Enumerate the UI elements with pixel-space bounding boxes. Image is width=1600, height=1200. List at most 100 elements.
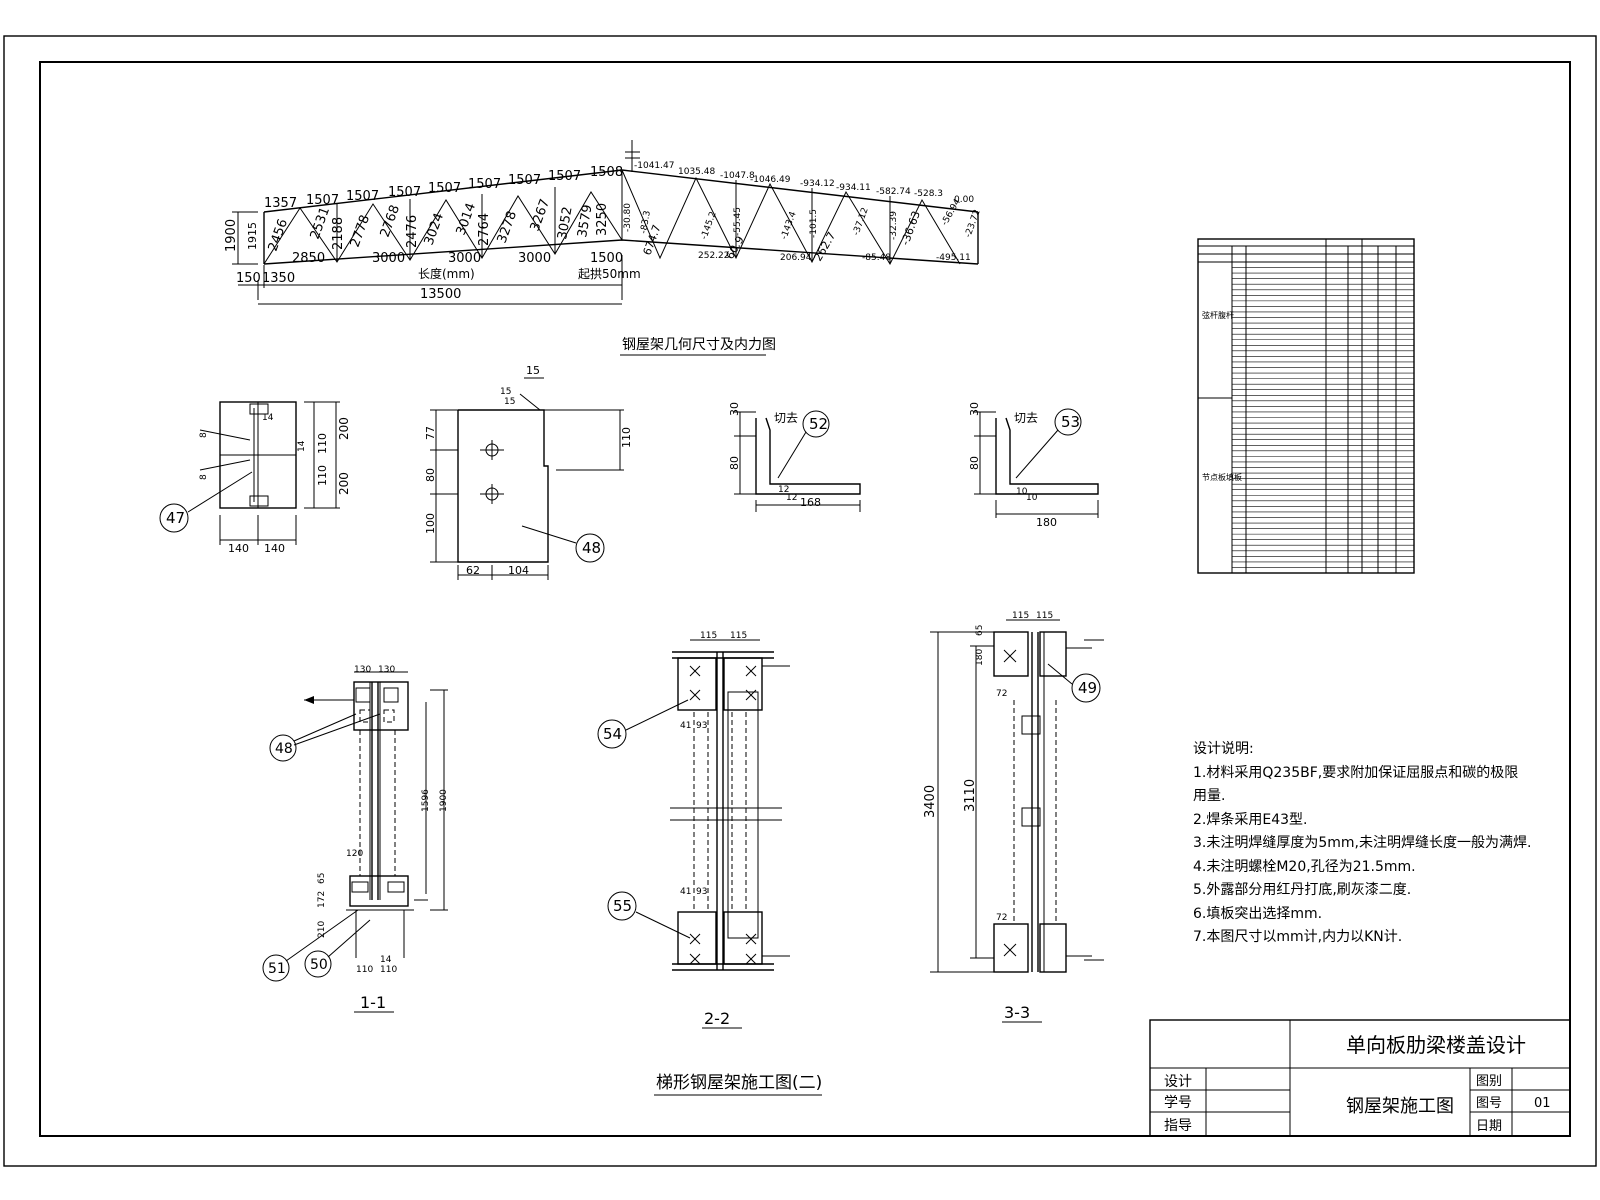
dim: 210: [317, 921, 327, 938]
top-chord-length: 1507: [346, 189, 379, 204]
sheet-name: 钢屋架施工图: [1346, 1096, 1454, 1117]
truss-caption: 钢屋架几何尺寸及内力图: [622, 337, 776, 353]
label-category: 图别: [1476, 1074, 1502, 1089]
web-length: 3024: [422, 211, 447, 247]
dim: 8: [199, 474, 209, 480]
web-force: -36.63: [899, 209, 923, 247]
dim: 93: [696, 721, 707, 731]
title-block-text: 单向板肋梁楼盖设计 钢屋架施工图 设计 学号 指导 图别 图号 日期 01: [1164, 1033, 1551, 1134]
web-length: 2531: [308, 205, 333, 241]
dim: 12: [786, 493, 797, 503]
top-chord-length: 1357: [264, 196, 297, 211]
web-force: -23.72: [963, 208, 982, 239]
web-length: 3052: [555, 205, 576, 240]
dim: 168: [800, 496, 821, 509]
bottom-offset: 150: [236, 271, 261, 286]
bottom-force: 252.22: [698, 251, 730, 261]
web-length: 3250: [595, 203, 610, 236]
dim: 100: [424, 513, 437, 534]
notes-heading: 设计说明:: [1193, 741, 1254, 757]
outer-border: [3, 35, 1597, 1167]
web-length: 2188: [331, 217, 346, 250]
section-2-2-labels: 54 55 115 115 41 93 41 93 2-2: [603, 631, 747, 1028]
dim: 180: [975, 649, 985, 666]
dim: 104: [508, 564, 529, 577]
note-item: 5.外露部分用红丹打底,刷灰漆二度.: [1193, 882, 1412, 898]
note-item: 6.填板突出选择mm.: [1193, 905, 1323, 922]
length-unit: 长度(mm): [418, 266, 475, 281]
bottom-panel: 1500: [590, 251, 623, 266]
dim: 130: [354, 665, 371, 675]
dim: 15: [500, 387, 511, 397]
top-chord-length: 1507: [468, 177, 501, 192]
dim: 65: [317, 873, 327, 884]
section-2-2: [597, 639, 790, 1029]
inner-border: [39, 61, 1571, 1137]
camber-note: 起拱50mm: [578, 267, 641, 281]
top-force: -1047.8: [720, 171, 755, 181]
web-length: 3278: [495, 209, 520, 245]
bottom-panel: 3000: [518, 251, 551, 266]
dim: 115: [700, 631, 717, 641]
truss-diagram: [232, 140, 979, 305]
section-label: 1-1: [360, 993, 386, 1012]
dim: 3400: [923, 785, 938, 818]
dim: 115: [1012, 611, 1029, 621]
height-label: 1900: [224, 219, 239, 252]
dim: 30: [728, 402, 741, 416]
detail-tag: 55: [613, 897, 632, 915]
bottom-panel: 3000: [372, 251, 405, 266]
web-force: -145.2: [699, 210, 718, 241]
dim: 93: [696, 887, 707, 897]
note-item: 2.焊条采用E43型.: [1193, 811, 1308, 828]
section-3-3: [930, 619, 1104, 1023]
top-force: -934.11: [836, 183, 871, 193]
dim: 14: [297, 440, 307, 452]
dim: 41: [680, 721, 691, 731]
top-chord-length: 1507: [306, 193, 339, 208]
dim: 1900: [439, 789, 449, 812]
web-force: -37.12: [851, 206, 870, 237]
detail-47: [159, 401, 340, 545]
web-force: -30.80: [623, 203, 633, 232]
dim: 200: [337, 472, 351, 495]
dim: 8: [199, 432, 209, 438]
detail-52-labels: 52 切去 30 80 12 12 168: [728, 402, 828, 509]
dim: 120: [346, 849, 363, 859]
detail-48: [430, 377, 624, 580]
total-span: 13500: [420, 287, 461, 302]
top-chord-length: 1507: [428, 181, 461, 196]
dim: 140: [228, 542, 249, 555]
dim: 41: [680, 887, 691, 897]
top-force: 1035.48: [678, 167, 715, 177]
dim: 115: [1036, 611, 1053, 621]
top-force: -1041.47: [634, 161, 674, 171]
top-force: -934.12: [800, 179, 835, 189]
web-force: -32.39: [889, 211, 899, 240]
dim: 110: [356, 965, 373, 975]
note-item: 1.材料采用Q235BF,要求附加保证屈服点和碳的极限: [1193, 764, 1519, 781]
table-group-label: 弦杆腹杆: [1202, 310, 1234, 320]
dim: 110: [380, 965, 397, 975]
design-notes: 设计说明: 1.材料采用Q235BF,要求附加保证屈服点和碳的极限 用量. 2.…: [1193, 738, 1531, 950]
web-force: -143.4: [779, 210, 798, 241]
detail-53: [974, 408, 1099, 518]
dim: 10: [1016, 487, 1028, 497]
top-force: -582.74: [876, 187, 911, 197]
title-block: [1149, 1019, 1571, 1137]
material-table: 弦杆腹杆 节点板填板: [1197, 238, 1415, 574]
web-length: 3267: [528, 197, 553, 233]
web-length: 2768: [378, 203, 403, 239]
cut-note: 切去: [1014, 411, 1038, 425]
dim: 140: [264, 542, 285, 555]
detail-tag: 48: [275, 741, 293, 757]
web-force: -83.3: [639, 210, 653, 235]
dim: 110: [316, 433, 329, 454]
bottom-force: 206.94: [780, 253, 812, 263]
row-advisor: 指导: [1164, 1118, 1192, 1134]
top-chord-length: 1507: [508, 173, 541, 188]
dim: 72: [996, 689, 1007, 699]
dim: 200: [337, 417, 351, 440]
project-title: 单向板肋梁楼盖设计: [1346, 1033, 1526, 1057]
